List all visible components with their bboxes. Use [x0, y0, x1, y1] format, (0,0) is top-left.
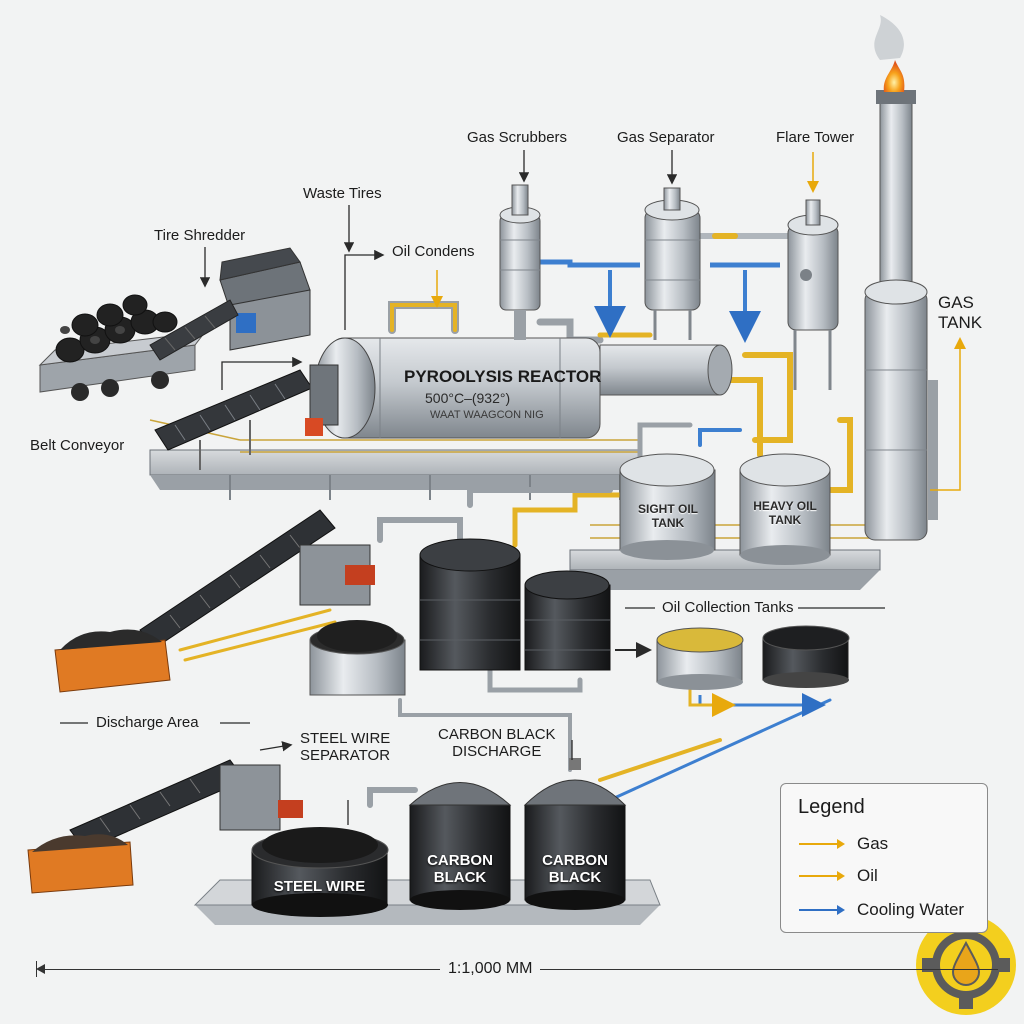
carbon-drum-middle — [309, 620, 406, 696]
belt-conveyor-lower — [69, 759, 303, 851]
legend-item-label: Oil — [857, 866, 878, 885]
belt-conveyor-middle — [139, 509, 375, 649]
tire-shredder — [149, 247, 311, 361]
carbon-black-tank-2 — [523, 758, 627, 910]
pyrolysis-reactor — [305, 337, 733, 439]
heavy-oil-tank-label: HEAVY OIL TANK — [753, 499, 817, 527]
legend-item-label: Cooling Water — [857, 900, 965, 919]
reactor-subtitle: WAAT WAAGCON NIG — [430, 409, 544, 421]
gas-tank-stack — [864, 15, 938, 541]
legend-item-cooling-water: Cooling Water — [799, 900, 964, 920]
reactor-title: PYROOLYSIS REACTOR — [404, 367, 602, 386]
oil-condens-label: Oil Condens — [392, 243, 475, 260]
gas-pipes — [178, 233, 853, 808]
steel-wire-drum — [251, 827, 389, 917]
carbon-black-tank-1-label: CARBON BLACK — [427, 852, 493, 887]
dark-tank-small — [524, 570, 611, 671]
cooling-water-arrow-icon — [799, 905, 845, 915]
legend: Legend Gas Oil Cooling Water — [780, 783, 988, 933]
oil-collection-tanks-label: Oil Collection Tanks — [662, 599, 794, 616]
legend-item-oil: Oil — [799, 866, 878, 886]
oil-tank-platform — [569, 524, 881, 590]
legend-item-gas: Gas — [799, 834, 888, 854]
gas-separator-vessel — [644, 187, 701, 340]
oil-collection-tank-gold — [656, 627, 744, 690]
water-pipes — [540, 259, 826, 717]
steel-wire-drum-label: STEEL WIRE — [273, 878, 366, 895]
oil-collection-tank-dark — [762, 625, 850, 688]
gas-scrubbers-label: Gas Scrubbers — [467, 129, 568, 146]
tire-shredder-label: Tire Shredder — [154, 227, 246, 244]
legend-title: Legend — [798, 796, 865, 818]
orange-bin-middle — [54, 629, 171, 693]
carbon-black-tank-2-label: CARBON BLACK — [542, 852, 608, 887]
heavy-oil-tank — [739, 453, 831, 565]
carbon-black-tank-1 — [408, 782, 512, 910]
gas-arrow-icon — [799, 839, 845, 849]
flare-tower-vessel — [787, 199, 839, 390]
sight-oil-tank — [619, 453, 716, 560]
flare-tower-label: Flare Tower — [776, 129, 855, 146]
oil-gear-logo-icon — [916, 915, 1016, 1015]
reactor-platform — [149, 419, 641, 500]
label-leaders — [60, 150, 885, 825]
oil-arrow-icon — [799, 871, 845, 881]
scale-label: 1:1,000 MM — [440, 960, 541, 978]
legend-item-label: Gas — [857, 834, 889, 853]
discharge-area-label: Discharge Area — [96, 714, 199, 731]
waste-tires-label: Waste Tires — [303, 185, 382, 202]
dark-tank-large — [419, 538, 521, 671]
orange-bin-lower — [27, 834, 134, 894]
sight-oil-tank-label: SIGHT OIL TANK — [638, 502, 698, 530]
carbon-black-discharge-label: CARBON BLACK DISCHARGE — [438, 726, 556, 761]
reactor-temperature: 500°C–(932°) — [425, 390, 511, 406]
gas-separator-label: Gas Separator — [617, 129, 715, 146]
gas-leaders — [431, 152, 966, 491]
gas-scrubber-vessel — [499, 184, 541, 340]
steel-wire-separator-label: STEEL WIRE SEPARATOR — [300, 730, 391, 765]
belt-conveyor-label: Belt Conveyor — [30, 437, 125, 454]
gas-tank-label: GAS TANK — [938, 293, 983, 333]
